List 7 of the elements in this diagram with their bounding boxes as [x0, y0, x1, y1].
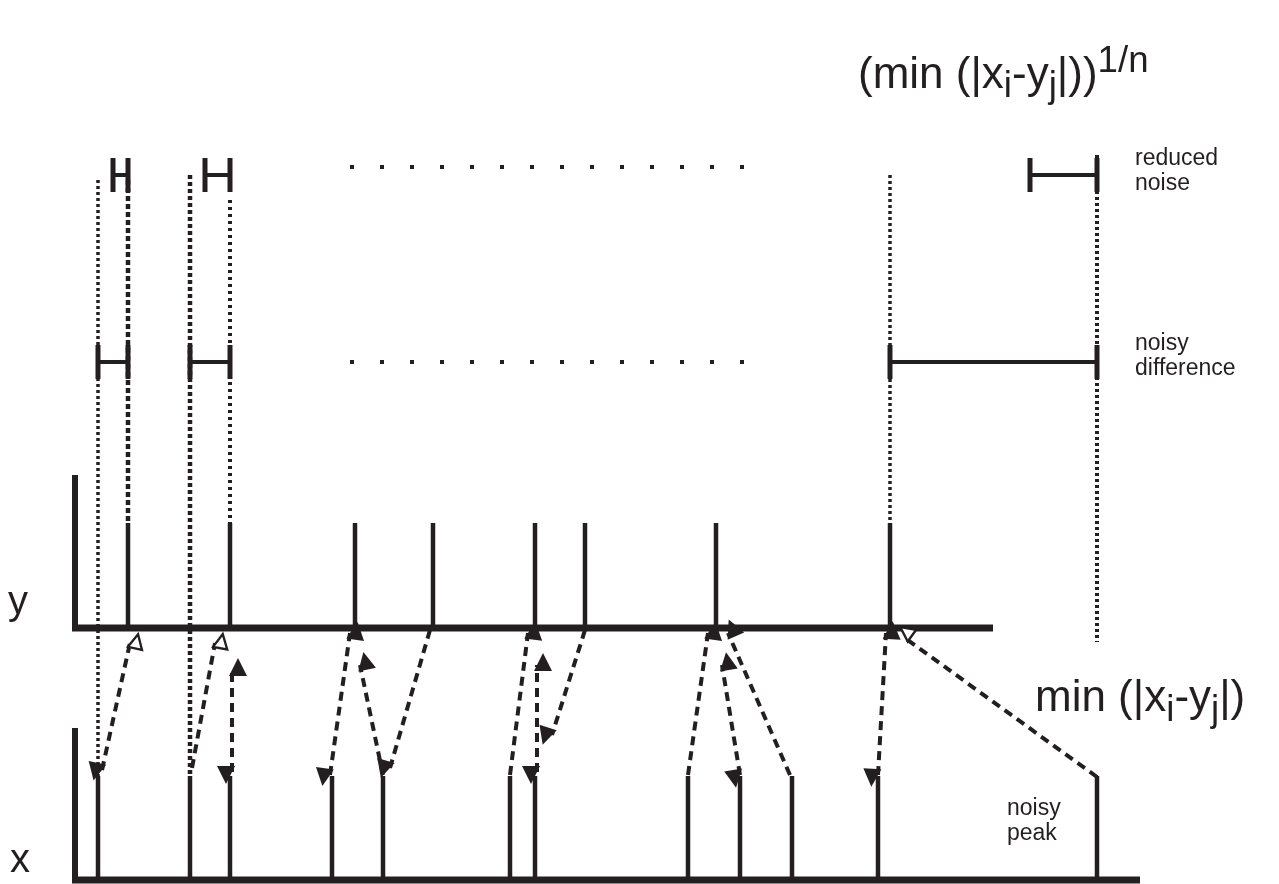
annotation-label: noisy peak — [1007, 795, 1062, 846]
formula-label: (min (|x$_{i}$-y$_{j}$|))$^{1/n}$ — [858, 40, 1149, 106]
formula-label: min (|x$_{i}$-y$_{j}$|) — [1035, 672, 1246, 730]
annotation-label: noisy difference — [1135, 330, 1237, 381]
axis-label: x — [10, 836, 30, 880]
annotation-label: reduced noise — [1135, 145, 1220, 196]
axis-label: y — [8, 578, 28, 622]
